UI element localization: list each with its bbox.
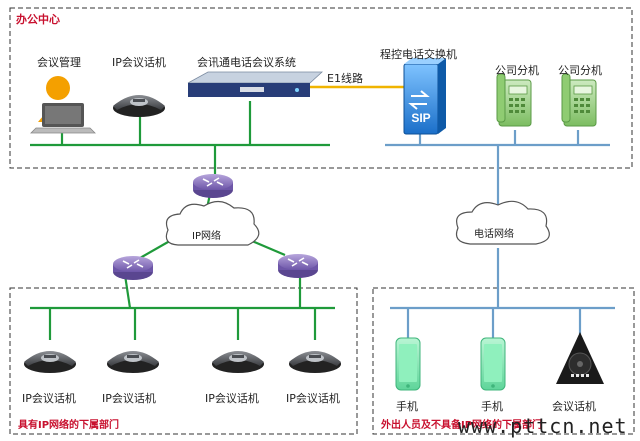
branch-phone-2-label: IP会议话机	[102, 392, 156, 405]
branch-ip-phone-3-icon	[212, 351, 264, 373]
router-left-icon	[112, 255, 154, 281]
meeting-management-label: 会议管理	[37, 56, 81, 69]
router-top-icon	[192, 173, 234, 199]
office-ip-phone-icon	[113, 95, 165, 117]
pbx-screen-label: SIP	[411, 111, 430, 125]
router-right-icon	[277, 253, 319, 279]
mobile-2-label: 手机	[481, 400, 503, 413]
branch-ip-phone-1-icon	[24, 351, 76, 373]
branch-ip-phone-2-icon	[107, 351, 159, 373]
field-conference-phone-label: 会议话机	[552, 400, 596, 413]
extension-phone-1-icon	[496, 73, 532, 127]
extension-phone-2-icon	[561, 73, 597, 127]
mobile-phone-2-icon	[480, 337, 506, 391]
phone-network-cloud-icon	[455, 200, 550, 245]
office-region-box	[9, 7, 633, 169]
conference-system-icon	[187, 71, 324, 97]
branch-phone-4-label: IP会议话机	[286, 392, 340, 405]
pbx-label: 程控电话交换机	[380, 48, 457, 61]
branch-phone-3-label: IP会议话机	[205, 392, 259, 405]
branch-phone-1-label: IP会议话机	[22, 392, 76, 405]
pbx-switch-icon: SIP	[403, 58, 446, 135]
office-region-label: 办公中心	[16, 13, 60, 26]
extension-1-label: 公司分机	[495, 64, 539, 77]
extension-2-label: 公司分机	[558, 64, 602, 77]
office-ip-phone-label: IP会议话机	[112, 56, 166, 69]
ip-network-cloud-icon	[165, 200, 260, 246]
field-region-box	[372, 287, 635, 435]
e1-line-label: E1线路	[327, 72, 363, 85]
conference-system-label: 会讯通电话会议系统	[197, 56, 296, 69]
mobile-phone-1-icon	[395, 337, 421, 391]
field-conference-phone-icon	[556, 332, 604, 384]
watermark-text: www.pttcn.net	[458, 414, 628, 438]
branch-region-label: 具有IP网络的下属部门	[18, 420, 120, 431]
mobile-1-label: 手机	[396, 400, 418, 413]
ip-network-label: IP网络	[192, 231, 221, 242]
branch-ip-phone-4-icon	[289, 351, 341, 373]
branch-region-box	[9, 287, 358, 435]
meeting-management-icon	[30, 76, 96, 134]
phone-network-label: 电话网络	[474, 229, 514, 240]
field-region-label: 外出人员及不具备IP网络的下属部门	[381, 420, 543, 431]
